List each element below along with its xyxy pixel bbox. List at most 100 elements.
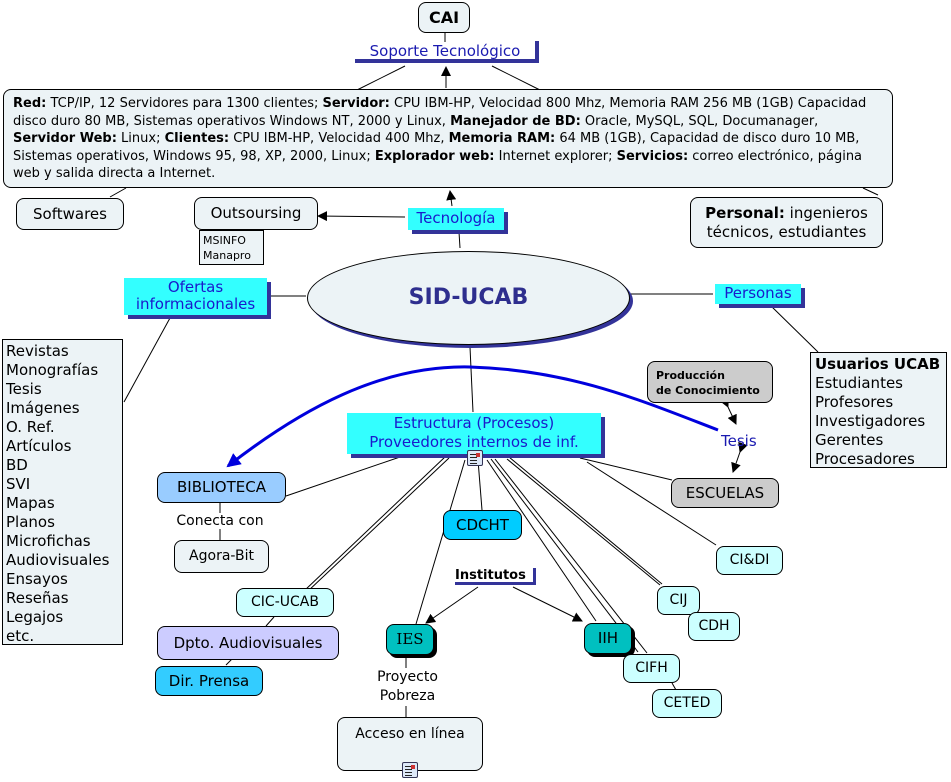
- node-agora-bit[interactable]: Agora-Bit: [174, 540, 269, 573]
- link-label-soporte-tecnologico[interactable]: Soporte Tecnológico: [355, 41, 535, 63]
- personal-label: Personal:: [705, 204, 785, 222]
- node-biblioteca[interactable]: BIBLIOTECA: [157, 472, 286, 503]
- link-label-proyecto-pobreza: Proyecto Pobreza: [360, 668, 455, 706]
- node-cic-ucab[interactable]: CIC-UCAB: [236, 588, 334, 617]
- line-center-estructura: [469, 346, 474, 413]
- line-estructura-iih: [486, 459, 597, 622]
- ofertas-list-item: Reseñas: [6, 589, 69, 607]
- node-cifh[interactable]: CIFH: [623, 654, 680, 683]
- node-cdh[interactable]: CDH: [688, 612, 740, 641]
- node-sid-ucab-label: SID-UCAB: [408, 285, 529, 310]
- ofertas-list-item: Artículos: [6, 437, 72, 455]
- node-iih[interactable]: IIH: [584, 623, 632, 654]
- node-ies-label: IES: [396, 630, 424, 648]
- link-label-ofertas-informacionales[interactable]: Ofertas informacionales: [124, 278, 267, 315]
- ofertas-list-item: Imágenes: [6, 399, 80, 417]
- line-estructura-cifh-b: [494, 458, 648, 654]
- line-tech-softwares: [109, 187, 127, 198]
- proyecto-line-2: Pobreza: [379, 688, 436, 704]
- node-sid-ucab[interactable]: SID-UCAB: [307, 251, 630, 345]
- link-label-tecnologia[interactable]: Tecnología: [408, 208, 504, 230]
- ofertas-list-item: SVI: [6, 475, 31, 493]
- outsoursing-providers: MSINFO Manapro: [199, 230, 264, 265]
- ofertas-list-item: Planos: [6, 513, 55, 531]
- link-label-institutos[interactable]: Institutos: [455, 568, 533, 585]
- node-ceted-label: CETED: [663, 695, 711, 711]
- line-personas-usuarios: [769, 304, 819, 353]
- estructura-line-1: Estructura (Procesos): [393, 414, 555, 432]
- link-label-personas[interactable]: Personas: [715, 284, 801, 304]
- tech-detail-value: Oracle, MySQL, SQL, Documanager,: [580, 113, 819, 129]
- node-agora-bit-label: Agora-Bit: [189, 548, 254, 564]
- tech-detail-key: Memoria RAM:: [448, 131, 556, 146]
- node-dir-prensa[interactable]: Dir. Prensa: [155, 666, 263, 696]
- node-dir-prensa-label: Dir. Prensa: [168, 672, 250, 690]
- tech-details-text: Red: TCP/IP, 12 Servidores para 1300 cli…: [13, 96, 866, 181]
- node-personal[interactable]: Personal: ingenieros técnicos, estudiant…: [690, 197, 883, 248]
- node-produccion-conocimiento[interactable]: Producción de Conocimiento: [647, 361, 773, 403]
- node-cdh-label: CDH: [698, 618, 730, 634]
- node-ceted[interactable]: CETED: [652, 689, 722, 718]
- node-escuelas[interactable]: ESCUELAS: [671, 478, 779, 508]
- line-estructura-cij-b: [508, 456, 663, 585]
- tech-detail-value: 64 MB (1GB), Capacidad de disco duro 10 …: [13, 131, 860, 164]
- node-cai[interactable]: CAI: [418, 2, 470, 33]
- line-soporte-tech-right: [491, 65, 541, 91]
- line-cic-dpto: [265, 616, 275, 627]
- link-label-conecta-con: Conecta con: [160, 512, 280, 530]
- node-cdcht-label: CDCHT: [456, 516, 509, 534]
- ofertas-list-item: Tesis: [6, 380, 42, 398]
- line-institutos-iih: [512, 586, 583, 622]
- link-label-tecnologia-text: Tecnología: [416, 209, 496, 227]
- tech-detail-value: Linux;: [116, 131, 165, 146]
- produccion-line-2: de Conocimiento: [656, 384, 760, 397]
- line-soporte-tech: [356, 65, 406, 91]
- line-estructura-ies: [415, 459, 466, 625]
- conecta-con-text: Conecta con: [176, 513, 264, 529]
- ofertas-list-item: Audiovisuales: [6, 551, 110, 569]
- proyecto-line-1: Proyecto: [377, 669, 438, 685]
- usuarios-list-item: Investigadores: [815, 412, 926, 430]
- node-dpto-audiovisuales-label: Dpto. Audiovisuales: [173, 634, 323, 652]
- node-softwares[interactable]: Softwares: [16, 198, 124, 230]
- usuarios-title: Usuarios UCAB: [815, 355, 941, 373]
- tech-detail-key: Servicios:: [616, 148, 689, 164]
- tech-detail-key: Servidor:: [322, 96, 390, 111]
- link-label-estructura-procesos[interactable]: Estructura (Procesos) Proveedores intern…: [347, 413, 601, 454]
- resource-document-icon[interactable]: [467, 450, 483, 466]
- tesis-biblioteca-curve: [226, 365, 719, 468]
- node-cij[interactable]: CIJ: [657, 586, 700, 615]
- tech-detail-value: correo electrónico, página web y salida …: [13, 148, 863, 182]
- line-estructura-biblioteca: [285, 456, 401, 497]
- ofertas-list-item: Mapas: [6, 494, 55, 512]
- node-tesis[interactable]: Tesis: [721, 431, 769, 451]
- node-outsoursing[interactable]: Outsoursing: [194, 197, 318, 230]
- tech-detail-key: Red:: [13, 96, 47, 111]
- line-estructura-cic-a: [303, 455, 447, 592]
- personal-roles-1: ingenieros: [784, 204, 868, 222]
- node-tesis-label: Tesis: [721, 432, 757, 450]
- node-cifh-label: CIFH: [635, 660, 668, 676]
- node-ies[interactable]: IES: [386, 624, 434, 655]
- tech-detail-key: Clientes:: [164, 131, 230, 146]
- node-cdcht[interactable]: CDCHT: [443, 510, 522, 540]
- line-estructura-cdcht: [477, 459, 483, 511]
- node-tech-details[interactable]: Red: TCP/IP, 12 Servidores para 1300 cli…: [3, 89, 893, 188]
- line-estructura-cij-a: [506, 458, 661, 586]
- ofertas-list-item: BD: [6, 456, 28, 474]
- usuarios-list-item: Gerentes: [815, 431, 884, 449]
- ofertas-list-item: Monografías: [6, 361, 99, 379]
- ofertas-list-item: Ensayos: [6, 570, 68, 588]
- node-cidi-label: CI&DI: [729, 552, 770, 568]
- resource-document-icon[interactable]: [402, 762, 418, 778]
- node-cidi[interactable]: CI&DI: [716, 546, 783, 575]
- line-tecnologia-outsoursing: [317, 211, 406, 222]
- produccion-line-1: Producción: [656, 369, 725, 382]
- node-cic-ucab-label: CIC-UCAB: [251, 594, 319, 610]
- link-label-soporte-text: Soporte Tecnológico: [369, 42, 521, 60]
- usuarios-list-item: Procesadores: [815, 450, 915, 468]
- node-dpto-audiovisuales[interactable]: Dpto. Audiovisuales: [157, 626, 339, 660]
